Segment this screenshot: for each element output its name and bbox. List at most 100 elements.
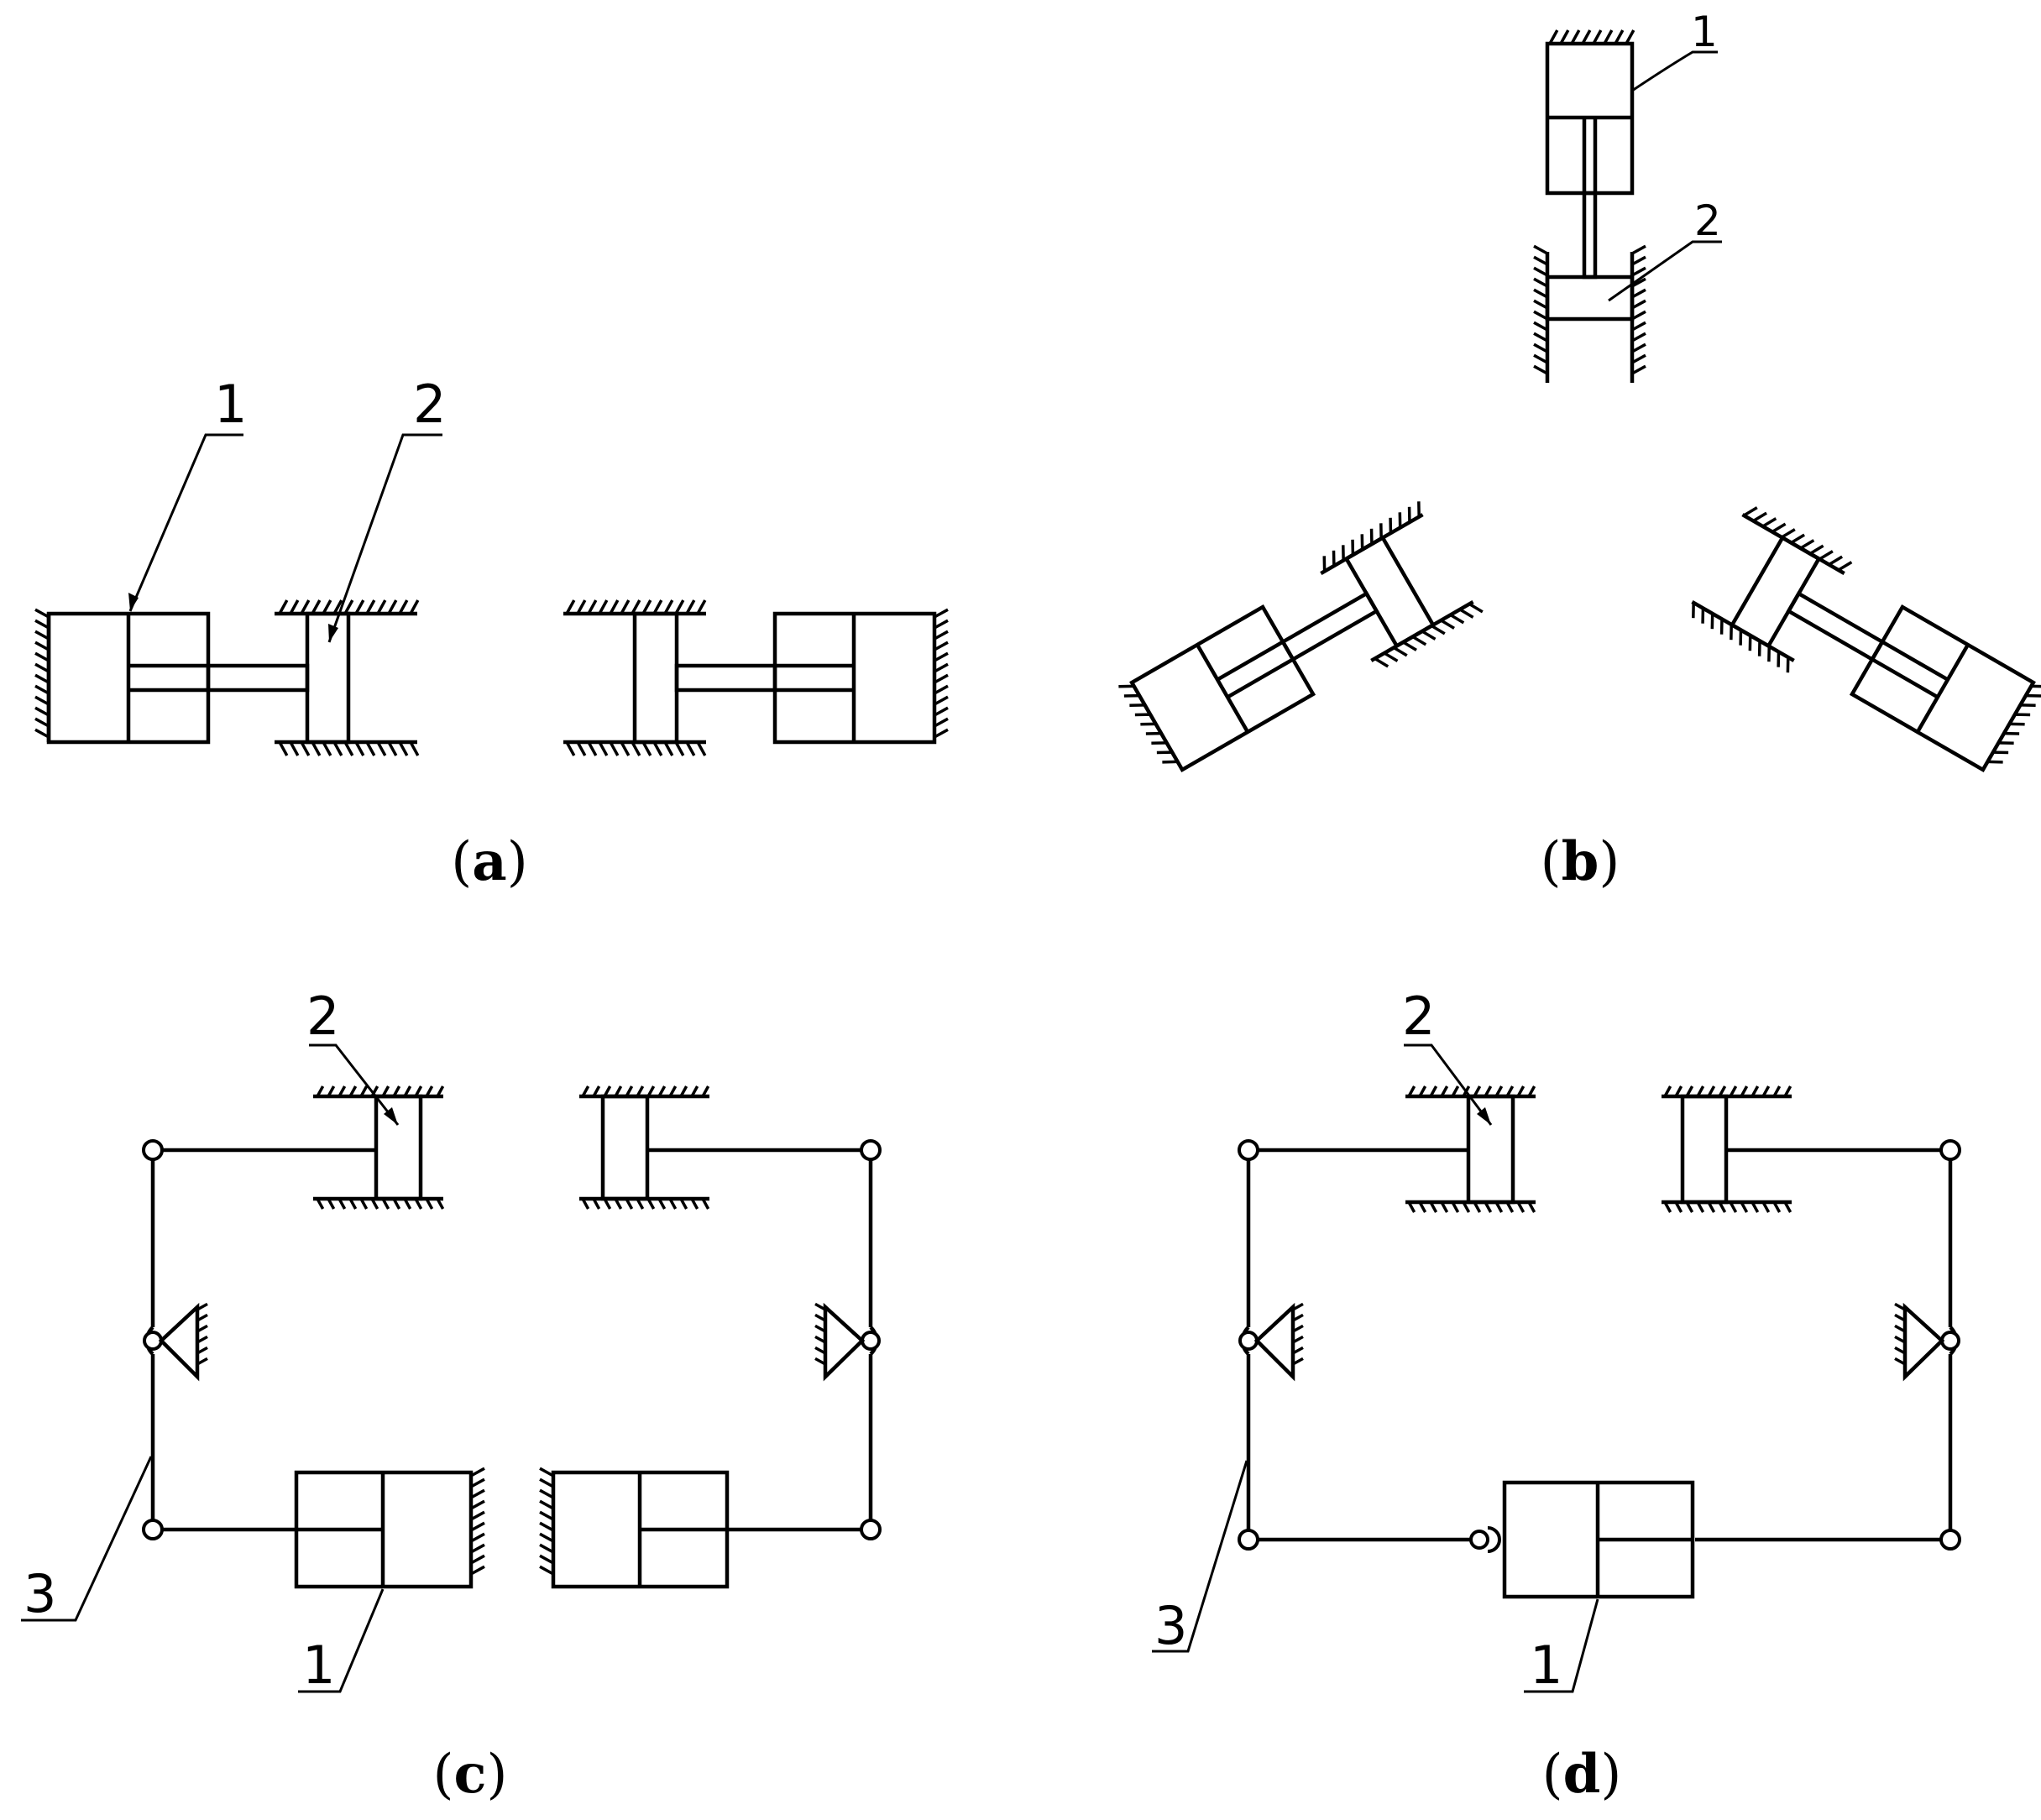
ground-hatch [581,1085,710,1097]
ground-hatch [581,1198,710,1210]
ground-hatch [1692,602,1790,673]
ground-hatch [1118,684,1178,764]
label-3: 3 [24,1563,56,1624]
ground-hatch [1374,602,1484,668]
label-2: 2 [1694,196,1721,245]
panel-d: 2 3 1 (d) [1152,986,1961,1806]
pivot-joint [1939,1529,1961,1551]
panel-a-left-group: 1 2 [34,374,446,756]
ground-hatch [278,741,420,756]
ground-hatch [1987,684,2041,764]
leader-line [1524,1598,1599,1693]
fixed-pivot-support [1238,1302,1304,1382]
slider-block [632,611,679,745]
hatch-ticks [316,1085,445,1097]
hatch-ticks [1118,684,1178,764]
hatch-ticks [1692,602,1790,673]
leader-line [21,1456,153,1622]
slider-block-2 [1545,275,1635,322]
label-1: 1 [214,374,247,435]
ground-hatch [34,608,50,739]
label-1: 1 [1691,8,1718,56]
ground-hatch [565,599,707,615]
hatch-ticks [1631,244,1646,375]
leader-line [1631,50,1718,92]
pivot-joint [1469,1530,1489,1550]
hatch-ticks [278,741,420,756]
panel-a: 1 2 (a) [34,374,949,893]
hatch-ticks [34,608,50,739]
fixed-pivot-support [1894,1302,1960,1382]
hatch-ticks [1292,1302,1304,1366]
panel-b-left-unit [1118,501,1484,773]
panel-a-right-group [563,599,949,756]
panel-b-right-unit [1691,506,2041,773]
hatch-ticks [1663,1201,1792,1213]
pivot-joint [1238,1529,1259,1551]
leader-line [309,1043,400,1126]
leader-line [327,433,442,643]
fixed-pivot-support [814,1302,881,1382]
hatch-ticks [1663,1085,1792,1097]
ground-hatch [1743,506,1853,572]
slider-block-2 [305,611,351,745]
piston-rod [206,663,310,693]
slider-block-2 [1466,1094,1515,1205]
caption-c: (c) [433,1743,508,1806]
hatch-ticks [1743,506,1853,572]
hatch-ticks [581,1198,710,1210]
ground-hatch [565,741,707,756]
ground-hatch [316,1085,445,1097]
hatch-ticks [814,1302,826,1366]
ground-hatch [470,1467,485,1576]
hatch-ticks [1374,602,1484,668]
ground-hatch [316,1198,445,1210]
piston-rod [1582,191,1598,280]
label-2: 2 [413,374,446,435]
leader-line [128,433,243,612]
ground-hatch [1322,501,1421,572]
piston-rod [1786,591,1886,662]
leader-line [298,1588,385,1693]
pivot-joint [1939,1139,1961,1161]
slider-block [1730,535,1822,649]
piston-rod [1280,591,1379,662]
panel-b: 1 2 [1118,8,2041,893]
hatch-ticks [1987,684,2041,764]
hatch-ticks [316,1198,445,1210]
ground-hatch [1631,244,1646,375]
ground-hatch [1548,29,1635,44]
hatch-ticks [581,1085,710,1097]
hatch-ticks [565,741,707,756]
leader-line [1152,1460,1248,1653]
ground-hatch [1663,1201,1792,1213]
hatch-ticks [1407,1201,1536,1213]
hatch-ticks [1548,29,1635,44]
ground-hatch [1533,244,1548,375]
ground-hatch [278,599,420,615]
label-1: 1 [302,1634,335,1696]
slider-block-2 [374,1094,423,1201]
hatch-ticks [934,608,949,739]
hatch-ticks [196,1302,208,1366]
slider-block [1343,535,1436,649]
slider-block [1680,1094,1729,1205]
hatch-ticks [565,599,707,615]
hatch-ticks [1322,501,1421,572]
label-2: 2 [306,986,339,1047]
ground-hatch [1663,1085,1792,1097]
label-3: 3 [1154,1595,1187,1656]
hatch-ticks [1533,244,1548,375]
hatch-ticks [1894,1302,1906,1366]
piston-rod [674,663,777,693]
leader-line [1404,1043,1493,1126]
pivot-joint [1238,1139,1259,1161]
pivot-joint [142,1519,164,1540]
pivot-joint [860,1519,882,1540]
hatch-ticks [470,1467,485,1576]
ground-hatch [1407,1201,1536,1213]
hatch-ticks [278,599,420,615]
ground-hatch [934,608,949,739]
pivot-joint [860,1139,882,1161]
